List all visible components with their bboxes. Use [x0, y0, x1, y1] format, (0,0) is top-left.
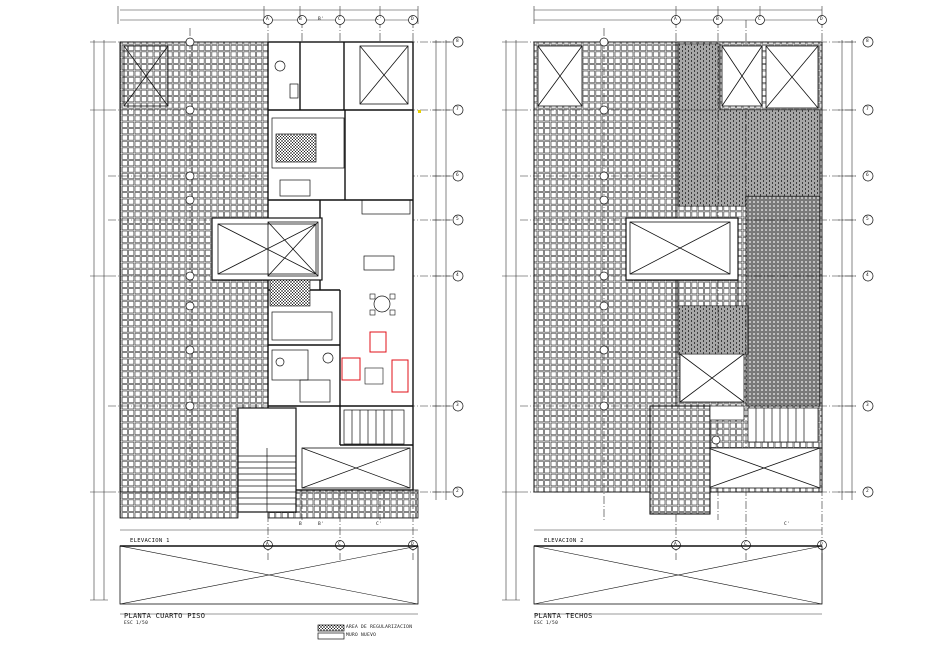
right-grid-letter-bottom: A — [674, 542, 678, 547]
right-grid-number: 2 — [866, 489, 870, 494]
legend-item-new-wall: MURO NUEVO — [346, 633, 377, 638]
right-elevation-label: ELEVACION 2 — [544, 538, 584, 544]
right-stair-roof — [649, 405, 819, 515]
right-grid-bubbles — [599, 15, 874, 550]
right-grid-number: 5 — [866, 217, 870, 222]
left-elevation-box — [119, 545, 419, 605]
left-grid-number: 7 — [456, 107, 460, 112]
right-plan-scale: ESC 1/50 — [534, 621, 559, 626]
left-grid-number: 4 — [456, 273, 460, 278]
left-grid-letter-bottom: B' — [318, 522, 325, 527]
right-grid-number: 4 — [866, 273, 870, 278]
right-shafts — [537, 45, 821, 489]
left-plan-scale: ESC 1/50 — [124, 621, 149, 626]
right-grid-number: 3 — [866, 403, 870, 408]
right-roof-patterns — [677, 43, 821, 407]
right-grid-letter: C — [758, 17, 762, 22]
left-elevation-label: ELEVACION 1 — [130, 538, 170, 544]
right-grid-letter: A — [674, 17, 678, 22]
right-grid-number: 8 — [866, 39, 870, 44]
left-grid-letter-bottom: B — [299, 522, 303, 527]
right-plan-title: PLANTA TECHOS — [534, 612, 593, 620]
legend-symbols — [317, 624, 345, 640]
left-grid-number: 8 — [456, 39, 460, 44]
left-grid-letter: D — [411, 17, 415, 22]
right-plan — [502, 6, 874, 615]
left-plan — [90, 6, 464, 615]
left-grid-letter-bottom: A — [266, 542, 270, 547]
legend-hatch-swatch — [317, 624, 345, 632]
right-elevation-box — [533, 545, 823, 605]
left-grid-letter: B — [299, 17, 303, 22]
left-grid-letter-bottom: C' — [376, 522, 383, 527]
left-shafts — [123, 45, 411, 489]
left-grid-letter: C' — [376, 17, 383, 22]
left-rooms — [271, 60, 411, 403]
right-grid-letter-bottom: D — [820, 542, 824, 547]
left-grid-letter: A — [266, 17, 270, 22]
right-grid-letter-bottom: C' — [784, 522, 791, 527]
left-grid-number: 6 — [456, 173, 460, 178]
left-grid-number: 3 — [456, 403, 460, 408]
left-grid-letter: C — [338, 17, 342, 22]
left-grid-letter-bottom: C — [338, 542, 342, 547]
right-grid-letter: B — [716, 17, 720, 22]
left-grid-bubbles — [185, 15, 464, 550]
right-grid-number: 7 — [866, 107, 870, 112]
right-grid-letter-bottom: C — [744, 542, 748, 547]
left-furniture — [341, 293, 409, 393]
right-grid-number: 6 — [866, 173, 870, 178]
left-plan-title: PLANTA CUARTO PISO — [124, 612, 206, 620]
left-grid-number: 5 — [456, 217, 460, 222]
left-grid-letter: B' — [318, 17, 325, 22]
legend-item-regularization: AREA DE REGULARIZACION — [346, 625, 413, 630]
left-grid-letter-bottom: D — [411, 542, 415, 547]
right-grid-letter: D — [820, 17, 824, 22]
left-staircase — [237, 407, 405, 513]
legend-outline-swatch — [317, 632, 345, 640]
left-grid-number: 2 — [456, 489, 460, 494]
